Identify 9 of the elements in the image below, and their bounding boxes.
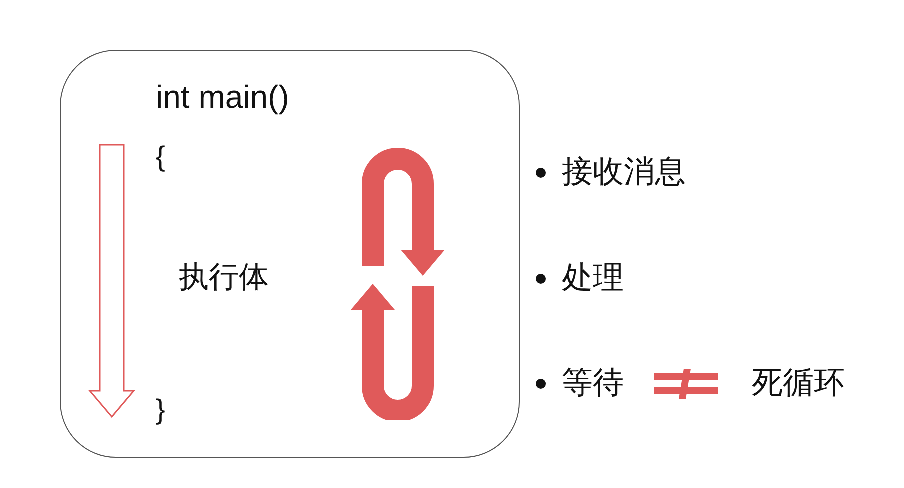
- code-box: [60, 50, 520, 458]
- list-item: 等待: [562, 367, 624, 398]
- code-line: int main(): [156, 81, 290, 113]
- body-label: 执行体: [179, 263, 269, 293]
- list-item: 处理: [562, 262, 624, 293]
- list-item: 接收消息: [562, 156, 686, 187]
- brace: }: [156, 396, 166, 424]
- result-label: 死循环: [752, 367, 845, 398]
- brace: {: [156, 143, 166, 171]
